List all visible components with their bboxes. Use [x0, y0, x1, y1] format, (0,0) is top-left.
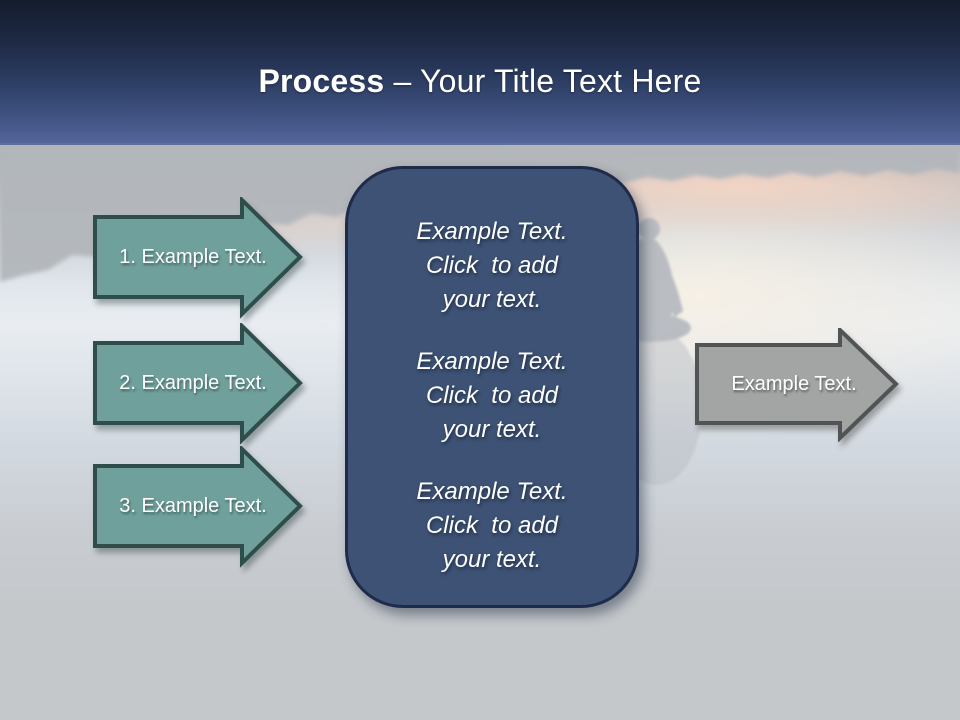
process-step-arrow-3[interactable]: 3. Example Text. [93, 446, 305, 568]
center-text-panel[interactable]: Example Text. Click to add your text. Ex… [345, 166, 639, 608]
placeholder-line: Example Text. [416, 218, 568, 245]
output-arrow[interactable]: Example Text. [695, 328, 901, 442]
slide-title[interactable]: Process – Your Title Text Here [258, 45, 701, 100]
step-label: 2. Example Text. [119, 371, 267, 394]
slide-header: Process – Your Title Text Here [0, 0, 960, 145]
process-step-arrow-2[interactable]: 2. Example Text. [93, 323, 305, 445]
right-arrow-shape [93, 323, 303, 445]
step-label: 1. Example Text. [119, 245, 267, 268]
right-arrow-shape [93, 446, 303, 568]
output-arrow-label: Example Text. [731, 372, 857, 395]
right-arrow-shape [695, 328, 899, 442]
placeholder-line: Click to add [425, 382, 559, 409]
title-keyword: Process [258, 63, 385, 99]
step-label: 3. Example Text. [119, 494, 267, 517]
text-placeholder-block-2[interactable]: Example Text. Click to add your text. [366, 345, 618, 447]
text-placeholder-block-1[interactable]: Example Text. Click to add your text. [366, 215, 618, 317]
process-step-arrow-1[interactable]: 1. Example Text. [93, 197, 305, 319]
placeholder-line: your text. [442, 416, 542, 443]
placeholder-line: your text. [442, 546, 542, 573]
text-placeholder-block-3[interactable]: Example Text. Click to add your text. [366, 475, 618, 577]
placeholder-line: Click to add [425, 512, 559, 539]
right-arrow-shape [93, 197, 303, 319]
placeholder-line: Example Text. [416, 478, 568, 505]
title-placeholder-text: – Your Title Text Here [384, 63, 702, 99]
placeholder-line: Example Text. [416, 348, 568, 375]
placeholder-line: your text. [442, 286, 542, 313]
placeholder-line: Click to add [425, 252, 559, 279]
